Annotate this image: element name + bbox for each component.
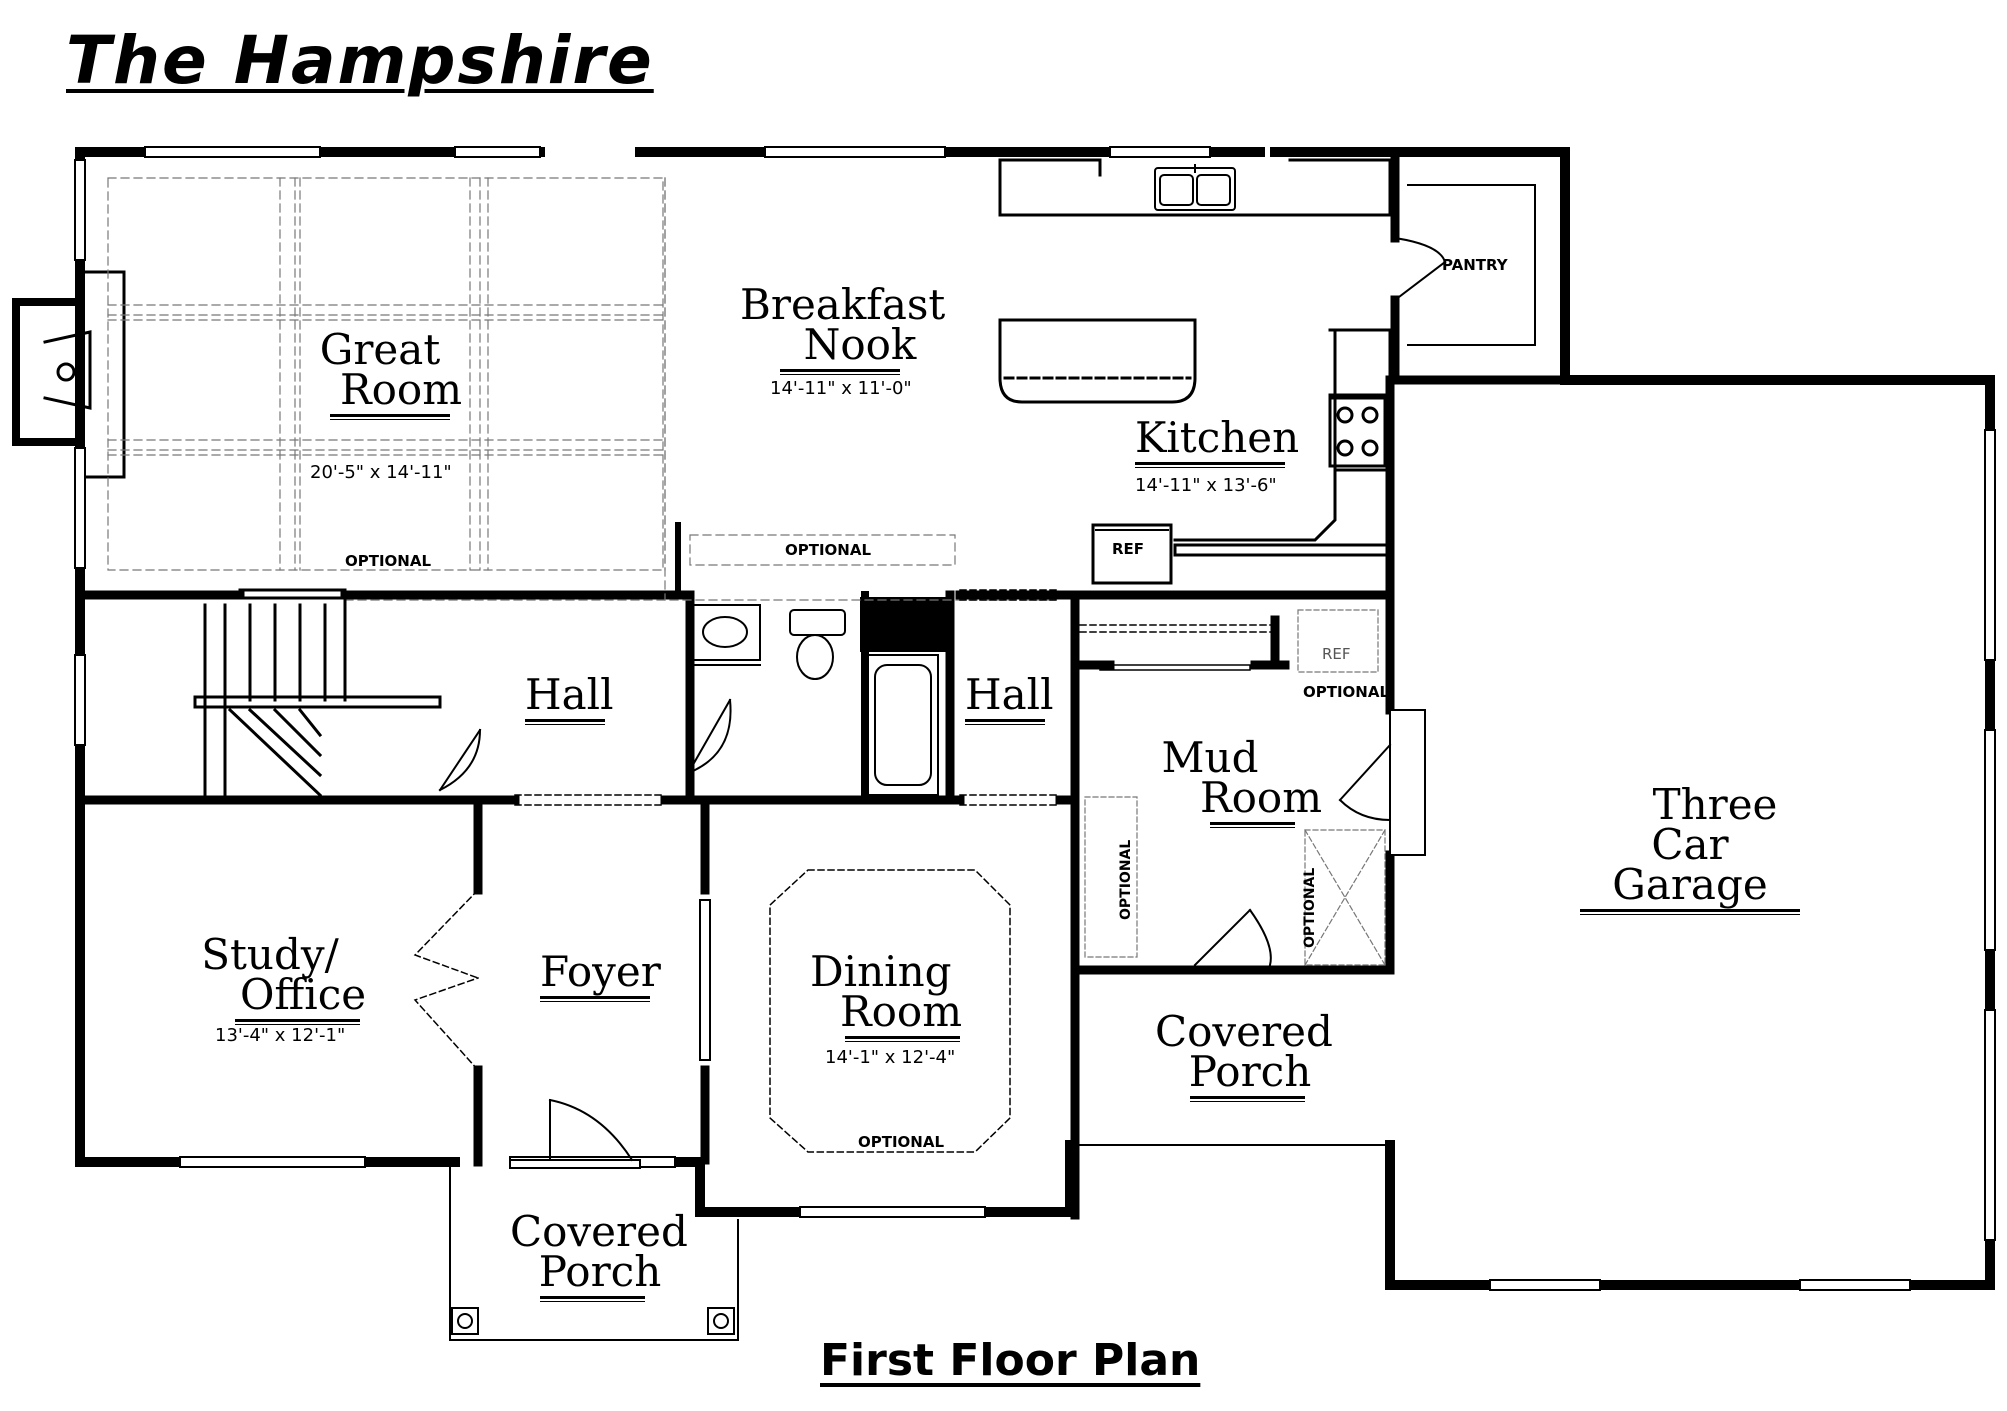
label-optional-nook: OPTIONAL (785, 541, 872, 559)
underline (1580, 913, 1800, 915)
room-kitchen: Kitchen (1135, 413, 1300, 468)
underline (845, 1040, 960, 1042)
label-optional-mud-left: OPTIONAL (1118, 839, 1134, 920)
underline (1190, 1095, 1305, 1099)
room-name-line2: Car Garage (1612, 819, 1768, 909)
room-name-line1: Mud (1161, 733, 1259, 782)
underline (1135, 461, 1285, 465)
room-three-car-garage: Three Car Garage (1570, 780, 1810, 915)
kitchen-sink (1154, 164, 1236, 211)
room-name-line2: Porch (1188, 1046, 1312, 1096)
label-pantry: PANTRY (1442, 256, 1508, 274)
room-name-line1: Study/ (201, 930, 339, 979)
underline (525, 723, 605, 725)
plan-title: The Hampshire (66, 22, 654, 99)
room-great-room: Great Room (300, 325, 463, 420)
room-name-line1: Covered (1155, 1007, 1333, 1056)
bath-fixtures (689, 604, 939, 796)
room-covered-porch-right: Covered Porch (1155, 1007, 1333, 1102)
underline (540, 1000, 650, 1002)
underline (965, 718, 1045, 722)
bath-walls (689, 591, 869, 804)
underline (540, 1300, 645, 1302)
underline (965, 723, 1045, 725)
kitchen-island (998, 318, 1197, 404)
room-name-line2: Nook (803, 319, 917, 369)
hall-doors (438, 698, 732, 792)
optional-coffered-ceiling (107, 177, 1061, 601)
fireplace (12, 270, 126, 479)
underline (780, 368, 900, 372)
underline (525, 718, 605, 722)
underline (1190, 1100, 1305, 1102)
kitchen-counters (998, 158, 1392, 557)
room-name-line1: Kitchen (1135, 413, 1300, 462)
room-name-line2: Room (840, 986, 963, 1036)
pantry (1393, 184, 1536, 346)
room-name-line1: Hall (525, 670, 614, 719)
dim-kitchen: 14'-11" x 13'-6" (1135, 475, 1277, 496)
label-ref-mud: REF (1322, 645, 1351, 663)
label-ref-kitchen: REF (1112, 540, 1145, 558)
room-mud-room: Mud Room (1160, 733, 1323, 828)
stairs (193, 588, 442, 798)
underline (780, 373, 900, 375)
underline (235, 1018, 360, 1022)
dim-dining-room: 14'-1" x 12'-4" (825, 1047, 956, 1068)
underline (1210, 821, 1295, 825)
underline (845, 1035, 960, 1039)
pantry-walls (1390, 147, 1570, 385)
room-name-line2: Office (240, 969, 367, 1019)
room-name-line1: Hall (965, 670, 1054, 719)
label-optional-great: OPTIONAL (345, 552, 432, 570)
room-name-line1: Three (1652, 780, 1778, 829)
room-hall-right: Hall (965, 670, 1054, 725)
room-study-office: Study/ Office (200, 930, 367, 1025)
room-name-line1: Dining (810, 947, 952, 996)
room-name-line1: Foyer (540, 947, 661, 996)
underline (1210, 826, 1295, 828)
room-name-line1: Breakfast (740, 280, 946, 329)
underline (330, 418, 450, 420)
room-name-line2: Room (340, 364, 463, 414)
underline (540, 1295, 645, 1299)
room-breakfast-nook: Breakfast Nook (740, 280, 946, 375)
room-hall-left: Hall (525, 670, 614, 725)
dim-study-office: 13'-4" x 12'-1" (215, 1025, 346, 1046)
chase (860, 597, 950, 652)
room-covered-porch-front: Covered Porch (510, 1207, 688, 1302)
underline (1135, 466, 1285, 468)
footer-title: First Floor Plan (820, 1335, 1201, 1386)
porch-front (449, 1164, 739, 1341)
underline (330, 413, 450, 417)
room-dining-room: Dining Room (810, 947, 963, 1042)
underline (540, 995, 650, 999)
label-optional-mud-right: OPTIONAL (1302, 867, 1318, 948)
room-name-line1: Great (319, 325, 441, 374)
dim-breakfast-nook: 14'-11" x 11'-0" (770, 378, 912, 399)
room-name-line1: Covered (510, 1207, 688, 1256)
room-name-line2: Room (1200, 772, 1323, 822)
dim-great-room: 20'-5" x 14'-11" (310, 462, 452, 483)
underline (235, 1023, 360, 1025)
label-optional-dining: OPTIONAL (858, 1133, 945, 1151)
room-foyer: Foyer (540, 947, 661, 1002)
underline (1580, 908, 1800, 912)
label-optional-mud-ref: OPTIONAL (1303, 683, 1390, 701)
room-name-line2: Porch (538, 1246, 662, 1296)
